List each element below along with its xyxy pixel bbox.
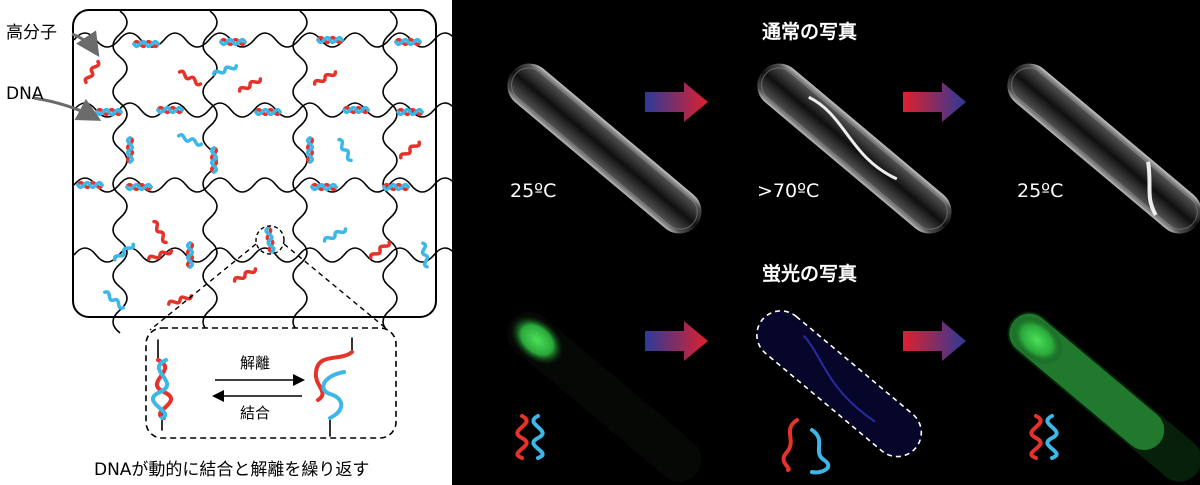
dna-duplex	[396, 108, 424, 116]
dna-single-strand	[232, 267, 258, 283]
dna-single-strand	[420, 241, 430, 269]
dna-single-strand	[211, 64, 239, 76]
dna-single-strand	[322, 227, 348, 243]
heat-arrow-row1	[645, 82, 708, 122]
dna-single-strand	[166, 294, 194, 306]
dna-duplex	[306, 136, 314, 164]
dna-duplex	[186, 241, 194, 269]
heat-arrow-row2	[645, 321, 708, 361]
inset-free-dna	[313, 337, 354, 437]
row2-title: 蛍光の写真	[762, 263, 858, 285]
label-polymer: 高分子	[6, 23, 57, 43]
tube-fluorescence-25c-after	[1007, 311, 1200, 482]
dna-duplex	[125, 183, 153, 191]
dna-single-strand	[152, 219, 168, 245]
zoom-lines	[149, 243, 389, 331]
label-dna: DNA	[6, 84, 44, 104]
dna-single-strand	[369, 240, 391, 260]
dna-duplex	[210, 146, 218, 174]
cool-arrow-row1	[903, 82, 966, 122]
dna-duplex	[316, 36, 344, 44]
diagram-caption: DNAが動的に結合と解離を繰り返す	[94, 460, 370, 480]
polymer-chain	[292, 10, 308, 334]
dna-single-strand	[177, 69, 203, 87]
dna-duplex	[156, 106, 184, 114]
polymer-pointer	[71, 30, 100, 57]
inset-label-association: 結合	[240, 404, 271, 422]
polymer-chain	[382, 10, 398, 334]
network-diagram-panel: 高分子 DNA 解離 結合 DNAが動的に結合と解離を繰り返す	[0, 0, 452, 485]
network-diagram	[33, 9, 452, 439]
dna-single-strand	[312, 70, 338, 86]
temp-label-3: 25ºC	[1017, 180, 1064, 202]
dna-single-strand	[237, 77, 263, 93]
dna-duplex	[382, 183, 410, 191]
photo-illustrations	[507, 63, 1200, 482]
dna-duplex	[310, 183, 338, 191]
tube-fluorescence-25c-before	[507, 311, 702, 482]
inset-box	[145, 327, 397, 439]
polymer-chain	[73, 247, 452, 263]
dna-duplex-icon	[515, 414, 545, 460]
dna-single-strand	[176, 133, 204, 147]
tube-photo-25c-before	[507, 63, 702, 234]
inset-bound-dna	[150, 339, 174, 431]
tube-photo-25c-after	[1007, 63, 1200, 234]
tube-fluorescence-70c	[756, 310, 923, 458]
dna-duplex	[254, 108, 282, 116]
inset-label-dissociation: 解離	[240, 354, 271, 372]
dna-pointer	[33, 96, 102, 121]
polymer-chain	[202, 10, 218, 334]
dna-duplex	[95, 108, 123, 116]
temp-label-2: >70ºC	[757, 180, 820, 202]
zoom-circle	[255, 225, 285, 255]
dna-duplex	[342, 106, 370, 114]
row1-title: 通常の写真	[762, 21, 858, 43]
dna-duplex	[394, 38, 422, 46]
dna-duplex	[76, 181, 104, 189]
dna-single-strand	[103, 290, 125, 310]
polymer-chain	[112, 10, 128, 334]
dna-duplex	[264, 226, 276, 254]
dna-duplex-icon	[1029, 414, 1059, 460]
dna-duplex	[132, 40, 160, 48]
dna-single-strand	[113, 242, 135, 262]
dna-separated-icon	[781, 418, 831, 475]
dna-duplex	[126, 136, 134, 164]
dna-strands	[76, 36, 430, 310]
photo-panel: 通常の写真 蛍光の写真 25ºC >70ºC 25ºC	[452, 0, 1200, 485]
dna-single-strand	[399, 140, 421, 160]
tube-photo-70c	[757, 63, 952, 234]
cool-arrow-row2	[903, 321, 966, 361]
dna-duplex	[219, 38, 247, 46]
dna-single-strand	[83, 59, 101, 85]
dna-single-strand	[146, 249, 174, 261]
dna-single-strand	[337, 137, 353, 163]
temp-label-1: 25ºC	[510, 180, 557, 202]
